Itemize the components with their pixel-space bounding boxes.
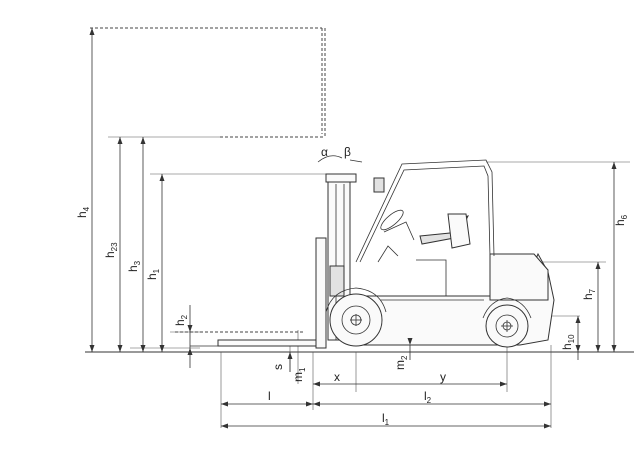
label-h1: h1 (145, 268, 161, 280)
label-h3: h3 (126, 260, 142, 272)
arrowhead-17 (407, 338, 413, 345)
raised-carriage-outline (90, 27, 326, 138)
arrowhead-23 (544, 401, 551, 407)
seat-and-controls (377, 209, 471, 263)
arrowhead-5 (140, 345, 146, 352)
svg-text:h10: h10 (560, 334, 576, 350)
arrowhead-20 (221, 401, 228, 407)
label-h23: h23 (103, 242, 119, 258)
arrowhead-9 (611, 345, 617, 352)
dimension-arrows (89, 28, 617, 429)
arrowhead-3 (117, 345, 123, 352)
label-l: l (268, 389, 271, 403)
forks (175, 331, 319, 347)
label-alpha: α (321, 145, 328, 159)
horizontal-dimensions (221, 155, 551, 427)
arrowhead-2 (117, 137, 123, 144)
vertical-dimensions (91, 28, 615, 372)
arrowhead-13 (575, 345, 581, 352)
arrowhead-8 (611, 162, 617, 169)
label-h10: h10 (560, 334, 576, 350)
arrowhead-4 (140, 137, 146, 144)
label-h2: h2 (173, 314, 189, 326)
arrowhead-0 (89, 28, 95, 35)
label-s: s (271, 364, 285, 370)
svg-text:h4: h4 (75, 206, 91, 218)
arrowhead-21 (306, 401, 313, 407)
label-m1: m1 (291, 367, 307, 382)
centre-markers (350, 314, 513, 332)
label-l2: l2 (424, 389, 432, 405)
arrowhead-18 (313, 381, 320, 387)
svg-text:m1: m1 (291, 367, 307, 382)
label-h6: h6 (613, 214, 629, 226)
arrowhead-25 (544, 423, 551, 429)
svg-text:h23: h23 (103, 242, 119, 258)
arrowhead-11 (595, 345, 601, 352)
arrowhead-15 (187, 348, 193, 355)
label-x: x (334, 370, 340, 384)
arrowhead-22 (313, 401, 320, 407)
arrowhead-12 (575, 316, 581, 323)
svg-text:h2: h2 (173, 314, 189, 326)
overhead-guard (355, 159, 495, 263)
svg-text:s: s (271, 364, 285, 370)
svg-text:h7: h7 (581, 288, 597, 300)
label-h7: h7 (581, 288, 597, 300)
extension-lines (130, 161, 630, 428)
arrowhead-10 (595, 262, 601, 269)
svg-text:m2: m2 (393, 355, 409, 370)
arrowhead-7 (159, 345, 165, 352)
arrowhead-6 (159, 174, 165, 181)
svg-text:h6: h6 (613, 214, 629, 226)
arrowhead-19 (500, 381, 507, 387)
svg-text:h3: h3 (126, 260, 142, 272)
arrowhead-14 (187, 325, 193, 332)
arrowhead-24 (221, 423, 228, 429)
label-h4: h4 (75, 206, 91, 218)
arrowhead-16 (287, 352, 293, 359)
label-m2: m2 (393, 355, 409, 370)
label-y: y (440, 370, 446, 384)
svg-text:h1: h1 (145, 268, 161, 280)
label-beta: β (344, 145, 351, 159)
label-l1: l1 (382, 411, 390, 427)
arrowhead-1 (89, 345, 95, 352)
